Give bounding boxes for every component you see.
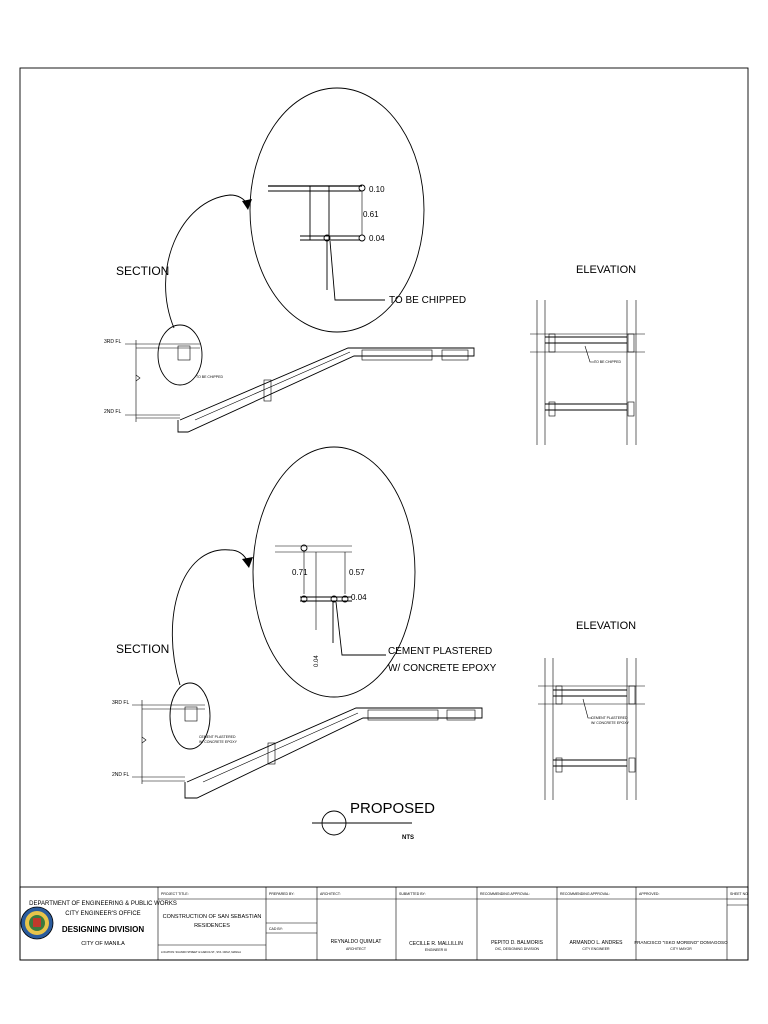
rec1-name: PEPITO D. BALMORIS [491, 940, 544, 946]
proposed-title: PROPOSED NTS [312, 800, 435, 841]
submitted-label: SUBMITTED BY: [399, 892, 426, 896]
city-name: CITY OF MANILA [81, 941, 125, 947]
architect-title: ARCHITECT [346, 947, 367, 951]
bottom-elevation: CEMENT PLASTERED W/ CONCRETE EPOXY [538, 658, 645, 800]
bottom-dim-vertical: 0.04 [314, 655, 320, 667]
rec1-title: OIC, DESIGNING DIVISION [495, 947, 540, 951]
bottom-elevation-callout-line2: W/ CONCRETE EPOXY [591, 721, 630, 725]
top-section-detail: SECTION ELEVATION 0.10 0.61 0.04 TO BE C… [104, 87, 645, 445]
prepared-by-label: PREPARED BY: [269, 892, 294, 896]
project-title-label: PROJECT TITLE: [161, 892, 189, 896]
bottom-section-detail: SECTION ELEVATION 0.71 0.57 0.04 0.04 CE… [112, 446, 645, 800]
bottom-elevation-label: ELEVATION [576, 620, 636, 632]
bottom-small-callout-line1: CEMENT PLASTERED [199, 735, 236, 739]
bottom-detail-arrow [171, 549, 249, 686]
bottom-arrow-head [242, 557, 253, 568]
top-small-circle [157, 324, 203, 386]
bottom-callout-line2: W/ CONCRETE EPOXY [388, 663, 497, 674]
architect-name: REYNALDO QUIMLAT [331, 939, 382, 945]
bottom-elevation-callout-line1: CEMENT PLASTERED [591, 716, 628, 720]
bottom-section-label: SECTION [116, 642, 169, 656]
top-callout: TO BE CHIPPED [389, 295, 466, 306]
bottom-detail-circle [252, 446, 416, 698]
rec2-title: CITY ENGINEER [582, 947, 610, 951]
architect-label: ARCHITECT: [320, 892, 341, 896]
rec2-name: ARMANDO L. ANDRES [569, 940, 623, 946]
project-line2: RESIDENCES [194, 923, 230, 929]
office-line1: DEPARTMENT OF ENGINEERING & PUBLIC WORKS [29, 901, 177, 907]
top-arrow-head [242, 199, 252, 210]
office-line2: CITY ENGINEER'S OFFICE [65, 911, 140, 917]
bottom-small-circle [169, 682, 211, 750]
bottom-dim-left: 0.71 [292, 568, 308, 577]
top-detail-arrow [165, 194, 249, 329]
top-elevation: TO BE CHIPPED [530, 300, 645, 445]
division-name: DESIGNING DIVISION [62, 925, 144, 934]
submitted-title: ENGINEER III [425, 948, 447, 952]
approved-name: FRANCISCO "ISKO MORENO" DOMAGOSO [634, 940, 728, 945]
proposed-scale: NTS [402, 835, 414, 841]
bottom-callout-line1: CEMENT PLASTERED [388, 646, 492, 657]
rec2-label: RECOMMENDING APPROVAL: [560, 892, 610, 896]
cad-by-label: CAD BY: [269, 927, 283, 931]
submitted-name: CECILLE R. MALLILLIN [409, 941, 463, 947]
approved-label: APPROVED: [639, 892, 659, 896]
proposed-title-text: PROPOSED [350, 800, 435, 817]
city-seal-logo [20, 906, 54, 940]
top-small-callout: TO BE CHIPPED [196, 375, 223, 379]
top-floor-upper: 3RD FL [104, 339, 121, 345]
rec1-label: RECOMMENDING APPROVAL: [480, 892, 530, 896]
bottom-floor-lower: 2ND FL [112, 772, 129, 778]
bottom-dim-bot: 0.04 [351, 593, 367, 602]
top-dim-top: 0.10 [369, 185, 385, 194]
sheet-no-label: SHEET NO. [730, 892, 749, 896]
top-dim-mid: 0.61 [363, 210, 379, 219]
sheet-border [19, 67, 749, 961]
bottom-dim-right: 0.57 [349, 568, 365, 577]
project-line1: CONSTRUCTION OF SAN SEBASTIAN [163, 914, 262, 920]
top-elevation-label: ELEVATION [576, 264, 636, 276]
top-section-label: SECTION [116, 264, 169, 278]
top-floor-lower: 2ND FL [104, 409, 121, 415]
approved-title: CITY MAYOR [670, 947, 692, 951]
title-block: DEPARTMENT OF ENGINEERING & PUBLIC WORKS… [19, 886, 749, 961]
top-dim-bot: 0.04 [369, 234, 385, 243]
top-detail-circle [249, 87, 425, 333]
bottom-small-callout-line2: W/ CONCRETE EPOXY [199, 740, 238, 744]
project-location: LOCATION: SUANDO STREET & GARCIA ST., ST… [161, 950, 241, 954]
bottom-floor-upper: 3RD FL [112, 700, 129, 706]
top-elevation-callout: TO BE CHIPPED [594, 360, 621, 364]
